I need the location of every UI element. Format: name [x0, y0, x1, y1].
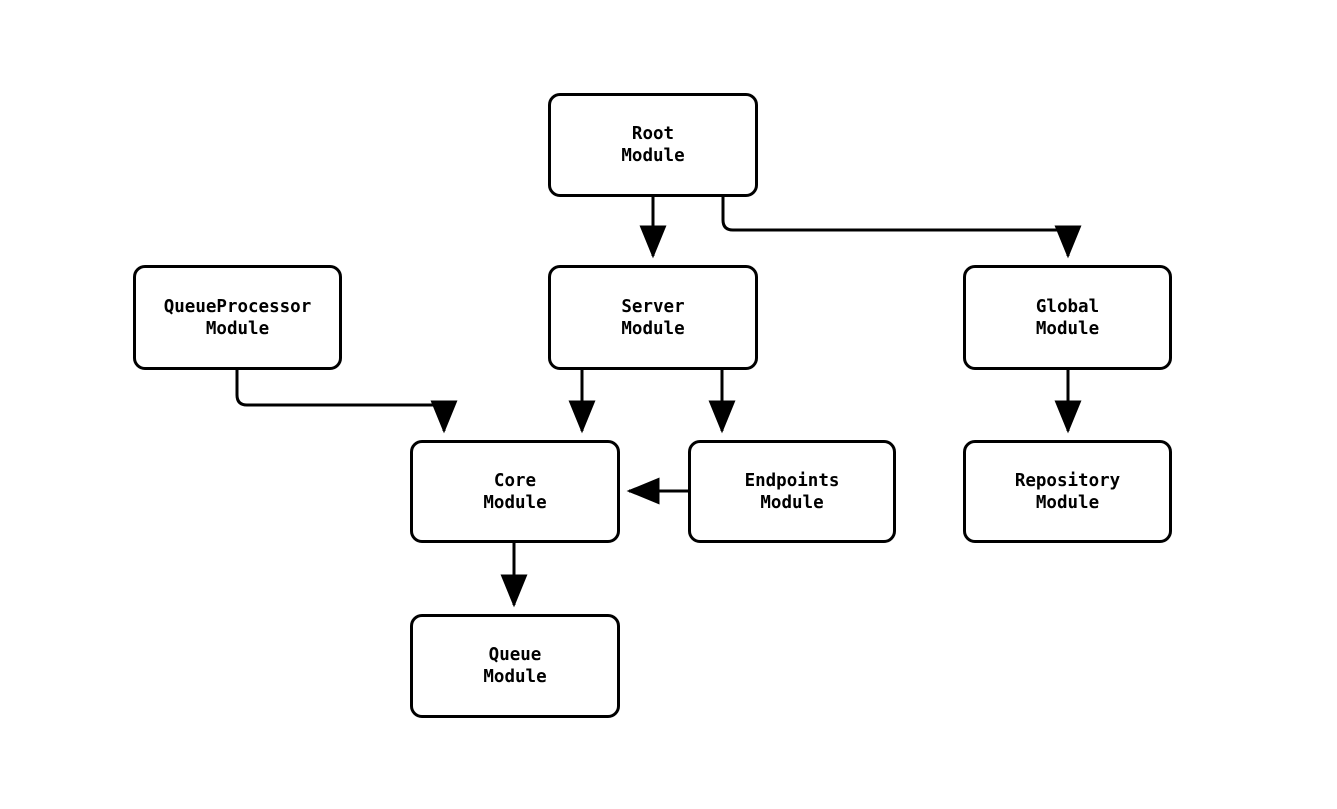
node-repository-module-line1: Repository: [1014, 470, 1121, 491]
node-queueprocessor-module[interactable]: QueueProcessor Module: [133, 265, 342, 370]
edge-root-to-global: [721, 197, 1082, 259]
node-root-module-line1: Root: [631, 124, 675, 144]
node-root-module-line2: Module: [621, 146, 685, 166]
node-core-module-line1: Core: [493, 470, 537, 491]
node-server-module-line2: Module: [621, 318, 685, 339]
node-queue-module-line1: Queue: [488, 645, 542, 665]
node-core-module[interactable]: Core Module: [410, 440, 620, 543]
node-endpoints-module-line1: Endpoints: [744, 470, 840, 491]
node-queue-module[interactable]: Queue Module: [410, 614, 620, 718]
node-global-module-line1: Global: [1035, 296, 1100, 317]
node-repository-module-line2: Module: [1035, 492, 1100, 513]
node-server-module-line1: Server: [621, 296, 685, 317]
node-global-module-line2: Module: [1035, 318, 1100, 339]
node-server-module[interactable]: Server Module: [548, 265, 758, 370]
node-core-module-line2: Module: [483, 492, 547, 513]
node-repository-module[interactable]: Repository Module: [963, 440, 1172, 543]
edge-queueprocessor-to-core: [235, 370, 458, 434]
node-global-module[interactable]: Global Module: [963, 265, 1172, 370]
node-queueprocessor-module-line2: Module: [205, 318, 270, 339]
node-queueprocessor-module-line1: QueueProcessor: [163, 296, 312, 317]
node-root-module[interactable]: Root Module: [548, 93, 758, 197]
node-endpoints-module-line2: Module: [760, 492, 824, 513]
node-endpoints-module[interactable]: Endpoints Module: [688, 440, 896, 543]
node-queue-module-line2: Module: [483, 667, 547, 687]
